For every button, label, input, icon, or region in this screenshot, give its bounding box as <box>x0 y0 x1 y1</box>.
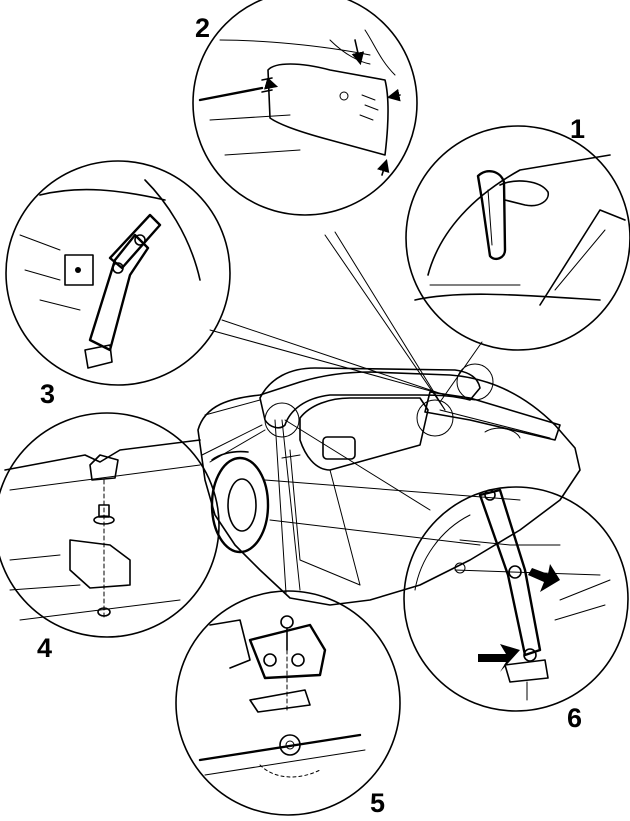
detail-6-hinge-detail <box>403 486 629 712</box>
callout-number-4: 4 <box>37 633 52 663</box>
detail-1-latch-handle <box>405 125 630 351</box>
hinge-arm <box>88 233 150 352</box>
side-mirror <box>322 436 356 460</box>
latch-handle <box>476 170 507 261</box>
leader-lines <box>201 231 494 594</box>
arrow-lower <box>478 644 520 672</box>
callout-number-6: 6 <box>567 703 582 733</box>
arrow-upper <box>528 564 560 592</box>
callout-number-1: 1 <box>570 114 585 144</box>
car-illustration <box>197 367 581 606</box>
detail-3-hinge-linkage <box>5 160 231 386</box>
washer <box>93 515 115 525</box>
detail-2-top-bracket <box>192 0 418 216</box>
soft-top <box>259 367 481 429</box>
detail-5-latch-plate <box>175 590 401 816</box>
rear-wheel <box>210 456 270 554</box>
mounting-plate <box>267 63 389 156</box>
callout-number-5: 5 <box>370 788 385 818</box>
callout-number-2: 2 <box>195 13 210 43</box>
detail-4-bolt-assembly <box>0 412 220 638</box>
hinge-linkage <box>478 488 542 657</box>
callout-number-3: 3 <box>40 379 55 409</box>
latch-bracket <box>248 623 327 680</box>
bracket <box>69 539 131 589</box>
